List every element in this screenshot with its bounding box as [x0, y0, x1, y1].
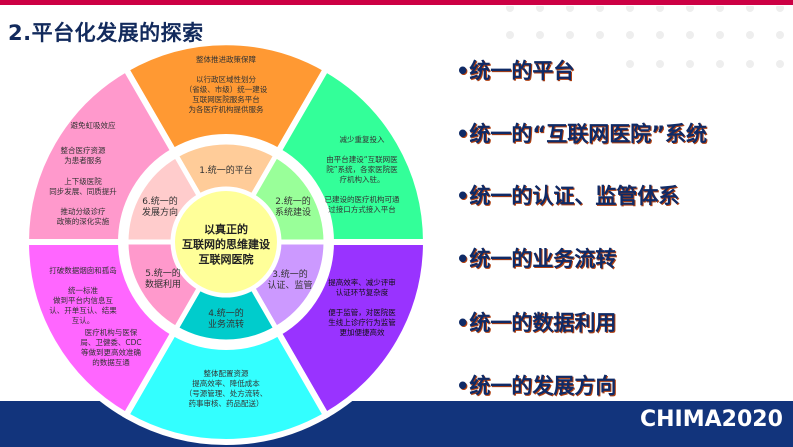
- inner-label-6b: 发展方向: [142, 206, 178, 218]
- outer-segment-direction: [22, 64, 178, 245]
- inner-label-2b: 系统建设: [275, 206, 311, 218]
- inner-label-4b: 业务流转: [208, 318, 244, 330]
- inner-ring: [123, 139, 329, 345]
- inner-label-2a: 2.统一的: [275, 195, 311, 207]
- svg-text:便于监管，对医院医: 便于监管，对医院医: [328, 307, 396, 317]
- inner-ring-labels: 1.统一的平台 2.统一的 系统建设 3.统一的 认证、监管 4.统一的 业务流…: [142, 164, 313, 330]
- bullet-item: •统一的发展方向: [456, 374, 617, 398]
- svg-text:政策的深化实施: 政策的深化实施: [57, 216, 110, 226]
- svg-text:互认。: 互认。: [72, 315, 95, 325]
- svg-text:过接口方式接入平台: 过接口方式接入平台: [328, 204, 396, 214]
- svg-text:更加便捷高效: 更加便捷高效: [340, 327, 385, 337]
- svg-text:医疗机构与医保: 医疗机构与医保: [85, 327, 138, 337]
- svg-text:整体配置资源: 整体配置资源: [204, 368, 249, 378]
- bullet-item: •统一的业务流转: [456, 247, 617, 271]
- svg-text:统一标准: 统一标准: [68, 285, 98, 295]
- inner-label-1: 1.统一的平台: [199, 164, 253, 176]
- svg-text:以真正的: 以真正的: [204, 222, 248, 236]
- platform-wheel-diagram: 以真正的 互联网的思维建设 互联网医院 1.统一的平台 2.统一的 系统建设 3…: [22, 39, 430, 445]
- outer-text-direction: 避免虹吸效应 整合医疗资源 为患者服务 上下级医院 同步发展、同质提升 推动分级…: [49, 120, 117, 226]
- svg-text:整体推进政策保障: 整体推进政策保障: [196, 54, 256, 64]
- bullet-item: •统一的平台: [456, 59, 575, 83]
- inner-label-3b: 认证、监管: [267, 279, 312, 291]
- svg-text:上下级医院: 上下级医院: [64, 176, 102, 186]
- svg-text:互联网医院服务平台: 互联网医院服务平台: [192, 94, 260, 104]
- svg-text:互联网的思维建设: 互联网的思维建设: [182, 237, 271, 251]
- outer-segment-data: [22, 239, 178, 420]
- svg-text:互联网医院: 互联网医院: [199, 252, 254, 266]
- inner-label-4a: 4.统一的: [208, 307, 244, 319]
- bullet-item: •统一的数据利用: [456, 311, 617, 335]
- svg-text:药事审核、药品配送）: 药事审核、药品配送）: [189, 398, 264, 408]
- svg-text:等做到更高效准确: 等做到更高效准确: [81, 347, 141, 357]
- svg-text:减少重复投入: 减少重复投入: [340, 134, 385, 144]
- svg-text:打破数据烟囱和孤岛: 打破数据烟囱和孤岛: [49, 265, 117, 275]
- outer-segment-system: [274, 64, 430, 245]
- svg-text:已建设的医疗机构可通: 已建设的医疗机构可通: [325, 194, 400, 204]
- svg-text:疗机构入驻。: 疗机构入驻。: [340, 174, 385, 184]
- svg-text:为各医疗机构提供服务: 为各医疗机构提供服务: [189, 104, 264, 114]
- svg-text:认、开单互认、结果: 认、开单互认、结果: [49, 305, 117, 315]
- inner-label-5b: 数据利用: [145, 278, 181, 290]
- svg-text:认证环节复杂度: 认证环节复杂度: [336, 287, 389, 297]
- page-title: 2.平台化发展的探索: [8, 21, 204, 45]
- outer-text-certification: 提高效率、减少评审 认证环节复杂度 便于监管，对医院医 生线上诊疗行为监管 更加…: [328, 277, 396, 337]
- outer-text-business: 整体配置资源 提高效率、降低成本 （号源管理、处方流转、 药事审核、药品配送）: [185, 368, 268, 408]
- inner-label-5a: 5.统一的: [145, 267, 181, 279]
- svg-text:提高效率、减少评审: 提高效率、减少评审: [328, 277, 396, 287]
- svg-text:由平台建设“互联网医: 由平台建设“互联网医: [326, 154, 398, 164]
- outer-text-platform: 整体推进政策保障 以行政区域性划分 （省级、市级）统一建设 互联网医院服务平台 …: [185, 54, 268, 114]
- top-accent-bar: [0, 0, 793, 5]
- svg-text:以行政区域性划分: 以行政区域性划分: [196, 74, 256, 84]
- svg-text:（号源管理、处方流转、: （号源管理、处方流转、: [185, 388, 268, 398]
- chima-logo: CHIMA2020: [640, 407, 783, 432]
- svg-text:提高效率、降低成本: 提高效率、降低成本: [192, 378, 260, 388]
- outer-segment-platform: [121, 39, 331, 156]
- bullet-item: •统一的“互联网医院”系统: [456, 122, 708, 146]
- svg-text:做到平台内信息互: 做到平台内信息互: [53, 295, 113, 305]
- center-label: 以真正的 互联网的思维建设 互联网医院: [182, 222, 271, 266]
- svg-text:为患者服务: 为患者服务: [64, 155, 102, 165]
- svg-text:院”系统，各家医院医: 院”系统，各家医院医: [326, 164, 398, 174]
- center-circle: [171, 187, 281, 297]
- outer-text-data: 打破数据烟囱和孤岛 统一标准 做到平台内信息互 认、开单互认、结果 互认。 医疗…: [49, 265, 141, 367]
- outer-text-system: 减少重复投入 由平台建设“互联网医 院”系统，各家医院医 疗机构入驻。 已建设的…: [325, 134, 400, 214]
- outer-segment-business: [121, 328, 331, 445]
- svg-text:生线上诊疗行为监管: 生线上诊疗行为监管: [328, 317, 396, 327]
- bullet-item: •统一的认证、监管体系: [456, 184, 680, 208]
- decorative-dot-grid: [506, 6, 784, 68]
- inner-label-3a: 3.统一的: [272, 268, 308, 280]
- svg-text:整合医疗资源: 整合医疗资源: [61, 145, 106, 155]
- svg-text:避免虹吸效应: 避免虹吸效应: [71, 120, 116, 130]
- svg-text:局、卫健委、CDC: 局、卫健委、CDC: [80, 337, 141, 347]
- outer-ring: [22, 39, 430, 445]
- inner-label-6a: 6.统一的: [142, 195, 178, 207]
- svg-text:的数据互通: 的数据互通: [92, 357, 130, 367]
- svg-text:同步发展、同质提升: 同步发展、同质提升: [49, 186, 117, 196]
- svg-text:推动分级诊疗: 推动分级诊疗: [61, 206, 106, 216]
- svg-text:（省级、市级）统一建设: （省级、市级）统一建设: [185, 84, 268, 94]
- outer-segment-certification: [274, 239, 430, 420]
